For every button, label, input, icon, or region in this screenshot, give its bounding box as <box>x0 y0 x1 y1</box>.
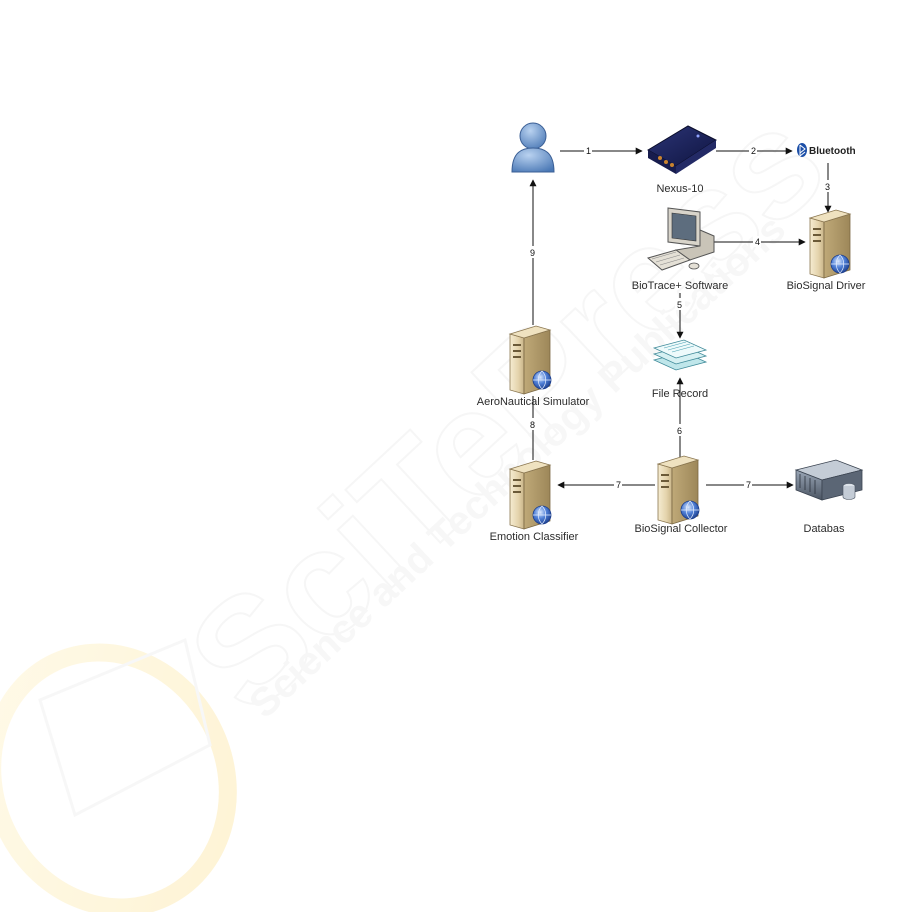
edge-label-1: 1 <box>586 146 591 156</box>
biotrace-label: BioTrace+ Software <box>632 280 729 292</box>
server-icon <box>510 461 551 529</box>
biosignal-collector-label: BioSignal Collector <box>635 523 728 535</box>
edge-label-7a: 7 <box>616 480 621 490</box>
server-icon <box>510 326 551 394</box>
edge-label-6: 6 <box>677 426 682 436</box>
emotion-classifier-label: Emotion Classifier <box>490 531 579 543</box>
file-record-label: File Record <box>652 388 708 400</box>
bluetooth-icon <box>797 143 807 157</box>
edge-label-5: 5 <box>677 300 682 310</box>
node-database: Databas <box>796 460 862 535</box>
user-icon <box>512 123 554 172</box>
watermark: SciTePress Science and Technology Public… <box>0 76 855 912</box>
node-user <box>512 123 554 172</box>
edge-label-9: 9 <box>530 248 535 258</box>
edge-label-4: 4 <box>755 237 760 247</box>
aeronautical-label: AeroNautical Simulator <box>477 396 590 408</box>
edge-label-2: 2 <box>751 146 756 156</box>
edge-label-8: 8 <box>530 420 535 430</box>
node-biosignal-collector: BioSignal Collector <box>635 456 728 535</box>
server-icon <box>658 456 699 524</box>
bluetooth-label: Bluetooth <box>809 146 856 157</box>
edge-label-7b: 7 <box>746 480 751 490</box>
database-icon <box>796 460 862 500</box>
nexus-label: Nexus-10 <box>656 183 703 195</box>
database-label: Databas <box>804 523 845 535</box>
server-icon <box>810 210 850 278</box>
biosignal-driver-label: BioSignal Driver <box>787 280 866 292</box>
edge-label-3: 3 <box>825 182 830 192</box>
watermark-main-text: SciTePress <box>157 76 855 743</box>
